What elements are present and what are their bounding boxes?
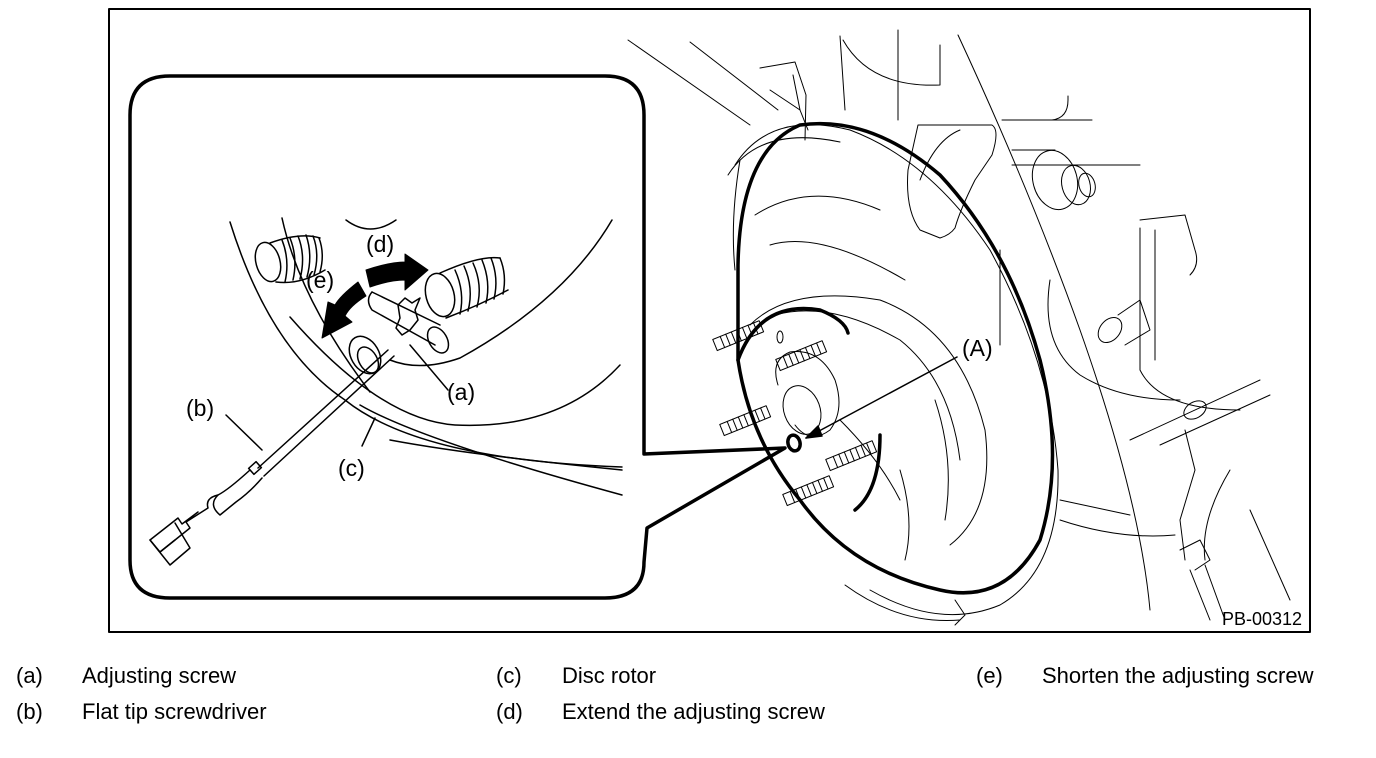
figure-code: PB-00312 <box>1222 609 1302 629</box>
disc-rotor <box>736 121 1055 595</box>
detail-inset: (a) (b) (c) (d) (e) <box>128 74 787 600</box>
hub-assembly-view: (A) <box>627 29 1291 626</box>
adjusting-screw <box>348 291 450 375</box>
suspension-strut <box>627 29 1151 611</box>
callout-a-leader <box>409 344 449 391</box>
callout-A-leader <box>805 356 958 439</box>
legend-text: Disc rotor <box>562 663 657 688</box>
rotor-arcs <box>229 217 623 496</box>
callout-a-label: (a) <box>447 379 475 405</box>
figure-frame <box>108 8 1311 633</box>
wheel-stud <box>775 340 828 372</box>
legend-text: Extend the adjusting screw <box>562 699 825 724</box>
legend-key: (e) <box>976 663 1003 688</box>
legend-key: (b) <box>16 699 43 724</box>
callout-e-label: (e) <box>306 267 334 293</box>
extend-arrow <box>365 253 429 291</box>
backing-plate <box>727 124 1059 626</box>
callout-A-label: (A) <box>962 335 993 361</box>
inset-frame <box>128 74 787 600</box>
legend-key: (a) <box>16 663 43 688</box>
callout-c-label: (c) <box>338 455 365 481</box>
hub <box>775 330 840 437</box>
wheel-stud <box>825 440 878 472</box>
legend-text: Shorten the adjusting screw <box>1042 663 1314 688</box>
adjuster-thread-left <box>254 234 326 284</box>
legend: (a) Adjusting screw (b) Flat tip screwdr… <box>16 658 1376 758</box>
rotor-rings <box>749 195 988 561</box>
adjuster-thread-right <box>424 256 509 319</box>
callout-b-leader <box>225 414 263 451</box>
wheel-studs <box>712 320 878 507</box>
legend-text: Adjusting screw <box>82 663 237 688</box>
callout-c-leader <box>361 417 376 447</box>
shorten-arrow <box>321 281 367 339</box>
lower-arm <box>1047 214 1291 621</box>
legend-key: (c) <box>496 663 522 688</box>
callout-leaders <box>225 344 449 451</box>
wheel-stud <box>719 405 772 437</box>
wheel-stud <box>782 475 835 507</box>
flat-tip-screwdriver <box>149 349 395 566</box>
legend-text: Flat tip screwdriver <box>82 699 267 724</box>
wheel-stud <box>712 320 765 352</box>
legend-key: (d) <box>496 699 523 724</box>
callout-d-label: (d) <box>366 231 394 257</box>
service-hole-marker <box>786 433 802 453</box>
brake-adjustment-diagram: (A) <box>108 8 1311 633</box>
callout-b-label: (b) <box>186 395 214 421</box>
